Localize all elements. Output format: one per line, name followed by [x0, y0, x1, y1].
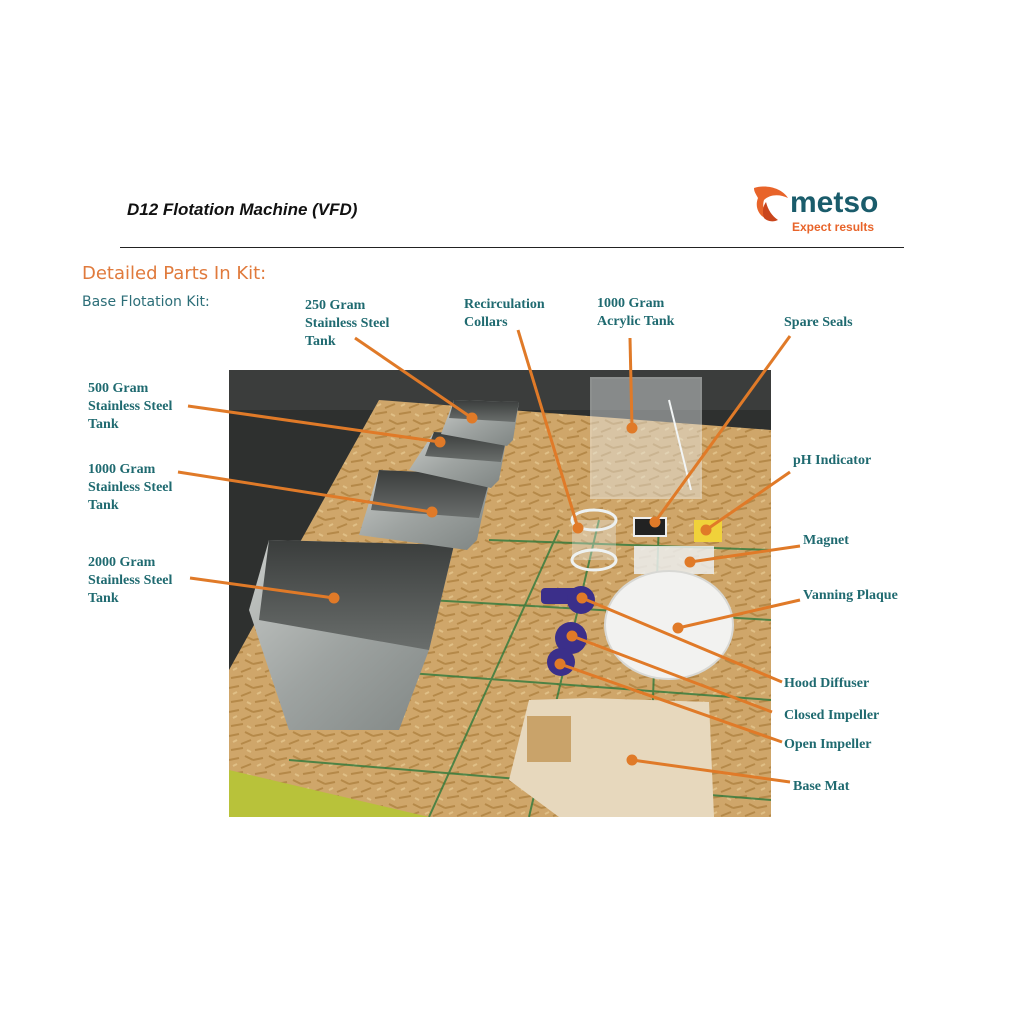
label-hood-diffuser: Hood Diffuser — [784, 676, 870, 691]
label-250g-steel-tank: 250 Gram Stainless Steel Tank — [305, 298, 390, 349]
label-500g-steel-tank: 500 Gram Stainless Steel Tank — [88, 381, 173, 432]
label-1000g-acrylic-tank: 1000 Gram Acrylic Tank — [597, 296, 675, 329]
metso-logo: metso Expect results — [752, 184, 892, 236]
logo-wordmark: metso — [790, 186, 879, 219]
label-base-mat: Base Mat — [793, 779, 850, 794]
label-spare-seals: Spare Seals — [784, 315, 853, 330]
label-ph-indicator: pH Indicator — [793, 453, 872, 468]
label-recirculation-collars: Recirculation Collars — [464, 297, 545, 330]
metso-swoosh-icon — [754, 186, 788, 222]
parts-kit-photo — [229, 370, 771, 817]
document-title: D12 Flotation Machine (VFD) — [127, 200, 358, 219]
logo-tagline: Expect results — [792, 220, 875, 234]
label-open-impeller: Open Impeller — [784, 737, 872, 752]
section-heading: Detailed Parts In Kit: — [82, 263, 267, 284]
label-magnet: Magnet — [803, 533, 849, 548]
label-closed-impeller: Closed Impeller — [784, 708, 880, 723]
label-2000g-steel-tank: 2000 Gram Stainless Steel Tank — [88, 555, 173, 606]
header-divider — [120, 247, 904, 248]
kit-subheading: Base Flotation Kit: — [82, 294, 210, 310]
label-1000g-steel-tank: 1000 Gram Stainless Steel Tank — [88, 462, 173, 513]
label-vanning-plaque: Vanning Plaque — [803, 588, 898, 603]
